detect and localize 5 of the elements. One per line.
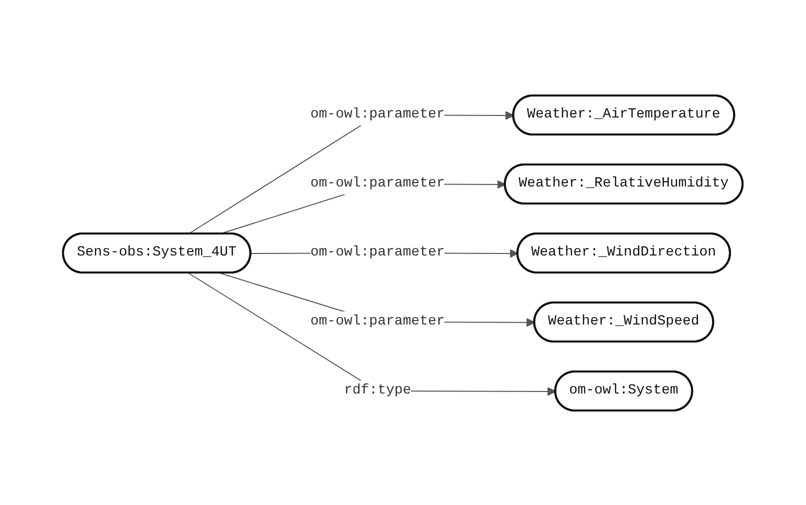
- edge-label: om-owl:parameter: [310, 313, 446, 329]
- edge-label: om-owl:parameter: [310, 175, 446, 191]
- edge-label: rdf:type: [344, 382, 412, 398]
- edge-label: om-owl:parameter: [310, 106, 446, 122]
- edge-label: om-owl:parameter: [310, 244, 446, 260]
